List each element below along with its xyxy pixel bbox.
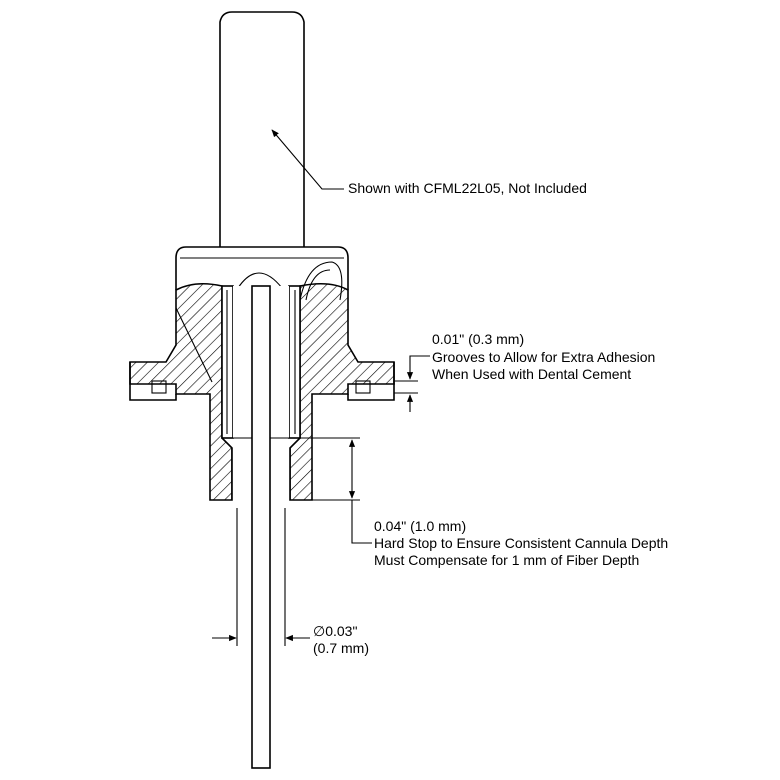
ferrule-note: Shown with CFML22L05, Not Included xyxy=(348,180,587,196)
grooves-note-line1: Grooves to Allow for Extra Adhesion xyxy=(432,349,655,365)
hard-stop-dimension xyxy=(300,437,372,544)
internal-leader xyxy=(175,307,213,383)
cannula-body-left xyxy=(129,282,233,501)
ferrule-leader xyxy=(271,129,344,190)
grooves-note-line2: When Used with Dental Cement xyxy=(432,366,631,382)
ferrule-shaft xyxy=(219,11,305,247)
hard-stop-note-line1: Hard Stop to Ensure Consistent Cannula D… xyxy=(374,535,668,551)
diameter-inch-label: ∅0.03" xyxy=(313,623,357,639)
hard-stop-note-line2: Must Compensate for 1 mm of Fiber Depth xyxy=(374,552,639,568)
diameter-mm-label: (0.7 mm) xyxy=(313,640,369,656)
hard-stop-dimension-value: 0.04" (1.0 mm) xyxy=(374,518,466,534)
optical-fiber xyxy=(251,285,271,769)
grooves-dimension-value: 0.01" (0.3 mm) xyxy=(432,331,524,347)
grooves-dimension xyxy=(394,355,430,412)
cannula-body-right xyxy=(289,282,395,501)
